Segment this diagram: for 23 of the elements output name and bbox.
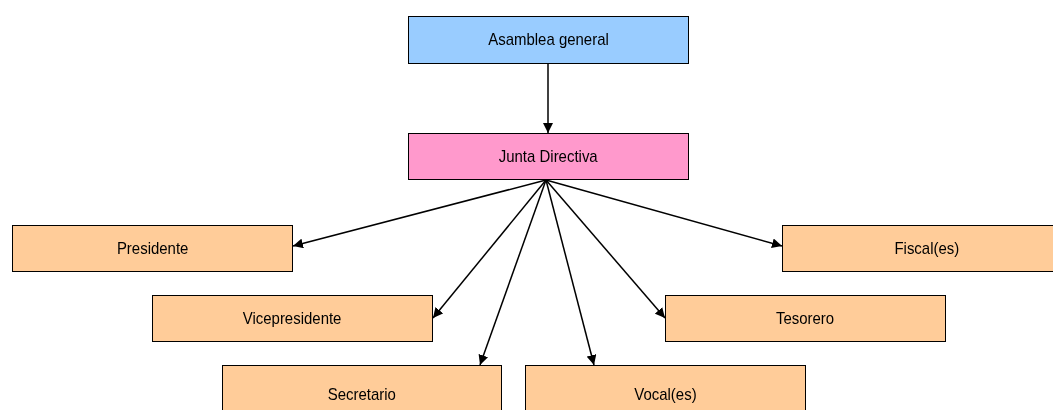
arrow — [292, 179, 547, 249]
arrow — [545, 179, 666, 319]
role-label: Tesorero — [776, 308, 835, 329]
org-box — [408, 16, 689, 64]
org-box — [12, 225, 293, 272]
role-label: Presidente — [116, 238, 189, 259]
arrow — [432, 179, 547, 319]
role-label: Vocal(es) — [634, 385, 697, 405]
role-label: Vicepresidente — [243, 308, 342, 329]
role-label: Fiscal(es) — [894, 238, 960, 259]
org-box — [665, 295, 946, 342]
arrow — [478, 179, 547, 366]
org-box — [222, 365, 502, 410]
arrow — [545, 179, 597, 366]
org-box — [152, 295, 433, 342]
org-box — [782, 225, 1053, 272]
arrow — [545, 179, 783, 249]
org-box — [408, 133, 689, 180]
org-box — [525, 365, 806, 410]
role-label: Asamblea general — [488, 30, 609, 50]
role-label: Secretario — [327, 385, 397, 405]
role-label: Junta Directiva — [499, 146, 598, 167]
arrow — [543, 63, 553, 134]
